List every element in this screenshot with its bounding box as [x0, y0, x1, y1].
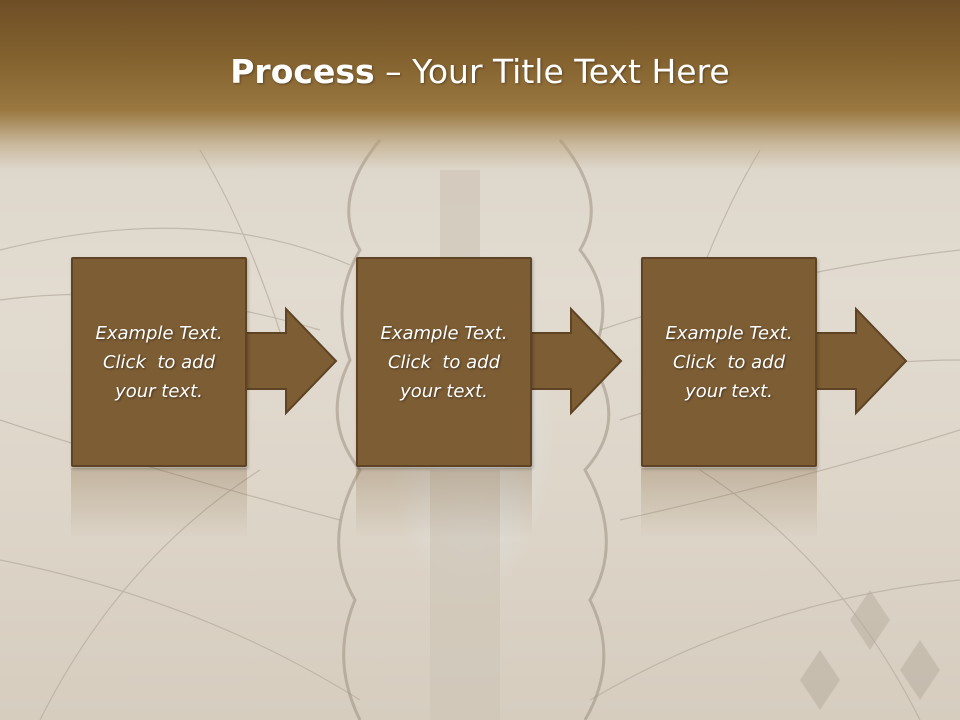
step-1-box[interactable]: Example Text. Click to add your text. [71, 257, 247, 467]
step-2-line-3: your text. [400, 380, 488, 402]
step-2-line-1: Example Text. [380, 322, 508, 344]
step-2-reflection [356, 468, 532, 538]
step-1-text: Example Text. Click to add your text. [89, 319, 228, 406]
arrow-right-icon [810, 306, 908, 416]
arrow-right-icon [240, 306, 338, 416]
title-band [0, 0, 960, 170]
step-1-line-1: Example Text. [95, 322, 223, 344]
step-3-box[interactable]: Example Text. Click to add your text. [641, 257, 817, 467]
process-step-3: Example Text. Click to add your text. [641, 257, 817, 467]
step-3-line-3: your text. [685, 380, 773, 402]
title-rest: – Your Title Text Here [374, 52, 730, 91]
title-bold: Process [230, 52, 375, 91]
slide-title[interactable]: Process – Your Title Text Here [0, 52, 960, 91]
step-1-line-2: Click to add [102, 351, 215, 373]
step-2-line-2: Click to add [387, 351, 500, 373]
step-1-reflection [71, 468, 247, 538]
step-3-reflection [641, 468, 817, 538]
minaret-shape [430, 170, 500, 720]
step-3-line-1: Example Text. [665, 322, 793, 344]
arrow-right-icon [525, 306, 623, 416]
step-1-line-3: your text. [115, 380, 203, 402]
step-2-text: Example Text. Click to add your text. [374, 319, 513, 406]
process-step-2: Example Text. Click to add your text. [356, 257, 532, 467]
process-step-1: Example Text. Click to add your text. [71, 257, 247, 467]
step-3-text: Example Text. Click to add your text. [659, 319, 798, 406]
step-2-box[interactable]: Example Text. Click to add your text. [356, 257, 532, 467]
step-3-line-2: Click to add [672, 351, 785, 373]
